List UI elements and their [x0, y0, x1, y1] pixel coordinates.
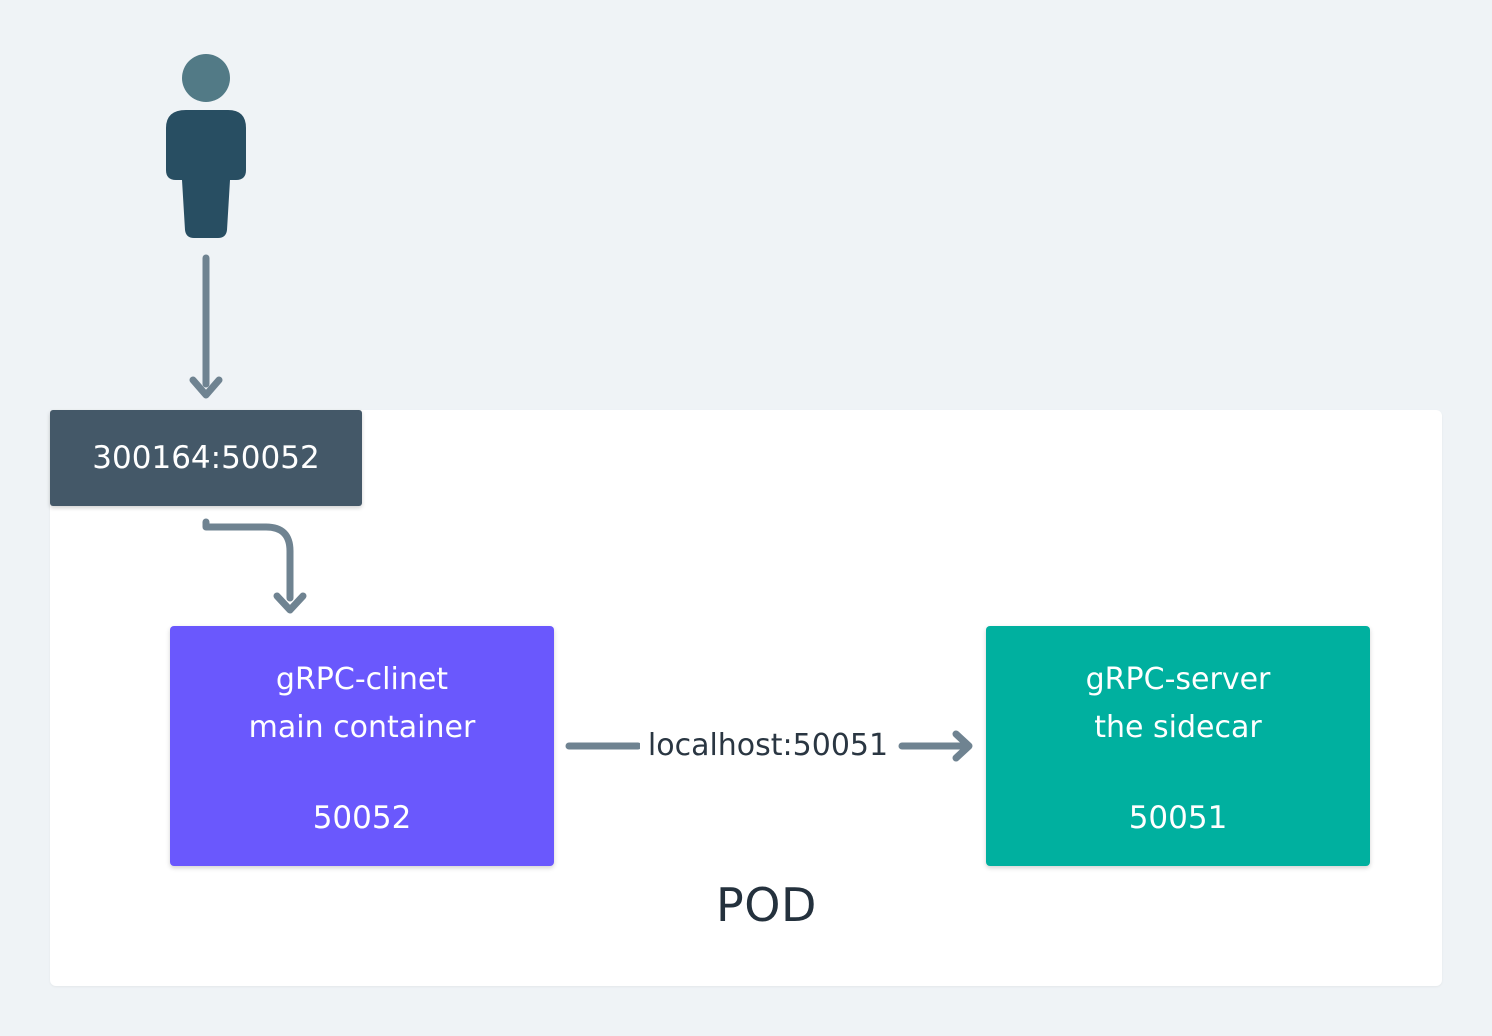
- grpc-server-sidecar: gRPC-server the sidecar 50051: [986, 626, 1370, 866]
- server-title-line1: gRPC-server: [1085, 662, 1271, 697]
- user-to-port-arrow: [189, 254, 223, 399]
- connection-label: localhost:50051: [640, 724, 896, 768]
- node-port-label: 300164:50052: [92, 440, 320, 476]
- node-port-box: 300164:50052: [50, 410, 362, 506]
- client-title: gRPC-clinet main container: [170, 656, 554, 752]
- user-icon: [166, 54, 246, 238]
- grpc-client-container: gRPC-clinet main container 50052: [170, 626, 554, 866]
- pod-label: POD: [716, 878, 817, 932]
- server-port: 50051: [1128, 800, 1228, 836]
- server-title: gRPC-server the sidecar: [986, 656, 1370, 752]
- client-title-line1: gRPC-clinet: [275, 662, 449, 697]
- client-port: 50052: [312, 800, 412, 836]
- server-title-line2: the sidecar: [1094, 710, 1262, 745]
- client-title-line2: main container: [248, 710, 476, 745]
